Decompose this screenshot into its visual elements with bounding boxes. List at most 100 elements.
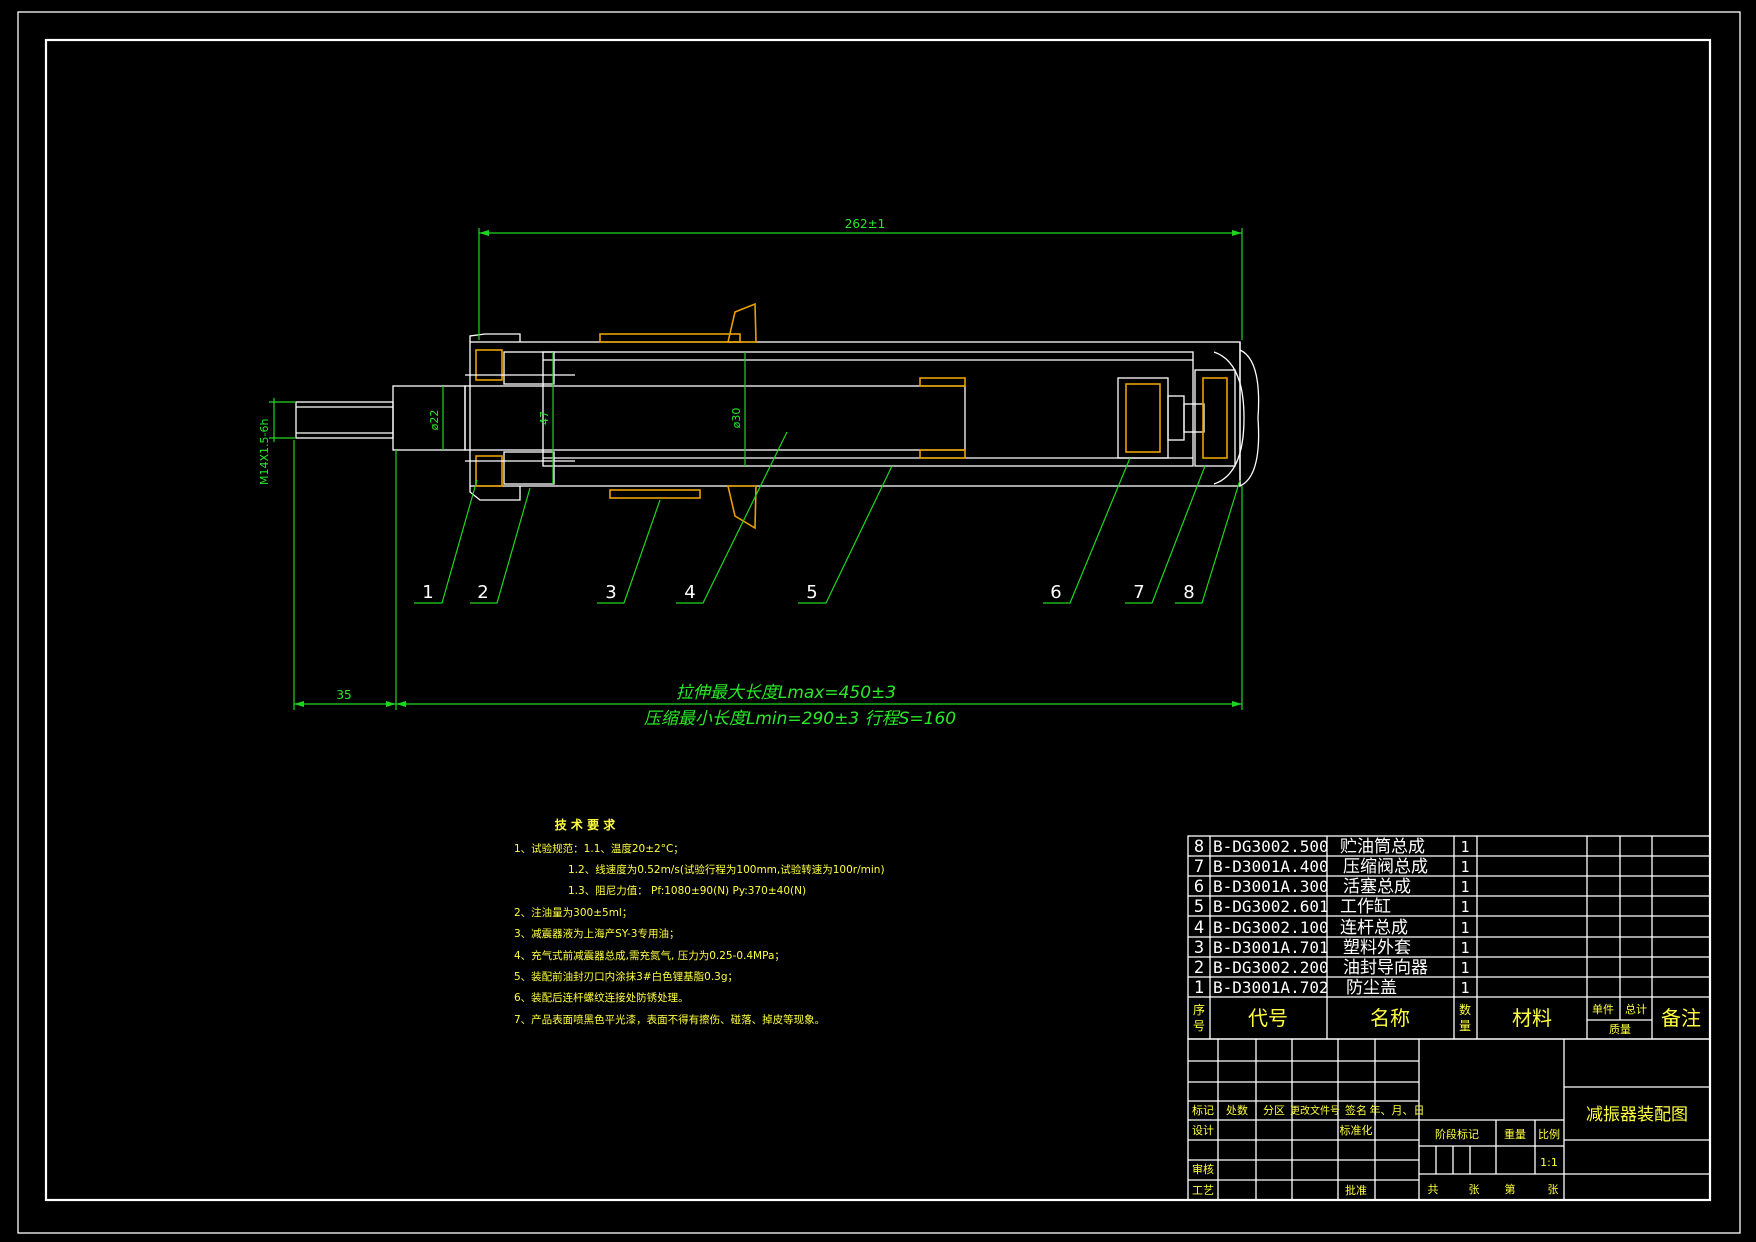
- bom-name: 塑料外套: [1343, 938, 1411, 958]
- dim-overall-text: 262±1: [845, 217, 886, 231]
- leader-3: [597, 499, 661, 604]
- leader-8: [1175, 479, 1241, 604]
- bom-qty: 1: [1460, 858, 1469, 876]
- shock-absorber-assembly: [295, 302, 1260, 530]
- bom-qty: 1: [1460, 838, 1469, 856]
- scale-value: 1:1: [1540, 1156, 1558, 1169]
- balloon-2: 2: [477, 582, 488, 603]
- bom-no: 8: [1194, 837, 1204, 857]
- lmax-text: 拉伸最大长度Lmax=450±3: [676, 683, 896, 703]
- balloon-leaders: [414, 431, 1241, 604]
- bom-code: B-D3001A.701: [1213, 938, 1329, 957]
- inner-frame: [44, 38, 1712, 1202]
- bom-qty: 1: [1460, 939, 1469, 957]
- label-stage: 阶段标记: [1435, 1127, 1479, 1141]
- title-block-text: 标记 处数 分区 更改文件号 签名 年、月、日 设计 标准化 审核 工艺 批准 …: [1192, 1103, 1688, 1197]
- tech-line-3: 1.3、阻尼力值： Pf:1080±90(N) Py:370±40(N): [568, 884, 806, 897]
- leader-1: [414, 479, 478, 604]
- header-name: 名称: [1370, 1006, 1410, 1030]
- bom-code: B-D3001A.702: [1213, 978, 1329, 997]
- bom-no: 7: [1194, 857, 1204, 877]
- outer-frame: [17, 11, 1741, 1234]
- header-qty-top: 数: [1459, 1002, 1471, 1017]
- dim-rod-text: ø22: [428, 410, 441, 431]
- tech-title: 技 术 要 求: [555, 817, 617, 832]
- tech-line-8: 6、装配后连杆螺纹连接处防锈处理。: [514, 991, 689, 1004]
- balloon-5: 5: [806, 582, 817, 603]
- label-weight: 重量: [1504, 1127, 1526, 1141]
- tech-line-9: 7、产品表面喷黑色平光漆，表面不得有擦伤、碰落、掉皮等现象。: [514, 1013, 825, 1026]
- dim-cyl-text: ø30: [730, 408, 743, 429]
- label-approve: 批准: [1345, 1183, 1367, 1197]
- bom-no: 2: [1194, 958, 1204, 978]
- bom-no: 4: [1194, 918, 1204, 938]
- label-sheet-unit-1: 张: [1469, 1183, 1480, 1196]
- bom-no: 6: [1194, 877, 1204, 897]
- leader-4: [676, 431, 788, 604]
- bom-header: 序 号 代号 名称 数 量 材料 单件 总计 质量 备注: [1193, 1002, 1701, 1036]
- balloon-7: 7: [1133, 582, 1144, 603]
- label-change-doc: 更改文件号: [1290, 1104, 1340, 1117]
- bom-code: B-DG3002.200: [1213, 958, 1329, 977]
- bom-code: B-DG3002.601: [1213, 897, 1329, 916]
- dimension-lines: [269, 228, 1243, 710]
- leader-6: [1043, 457, 1131, 604]
- bom-qty: 1: [1460, 959, 1469, 977]
- bom-qty: 1: [1460, 919, 1469, 937]
- label-standardize: 标准化: [1340, 1123, 1373, 1137]
- tech-line-2: 1.2、线速度为0.52m/s(试验行程为100mm,试验转速为100r/min…: [568, 863, 885, 876]
- label-zone: 分区: [1263, 1104, 1285, 1117]
- header-code: 代号: [1248, 1006, 1288, 1030]
- piston-rod: [464, 385, 966, 451]
- bom-qty: 1: [1460, 878, 1469, 896]
- bom-no: 5: [1194, 897, 1204, 917]
- bom-name: 贮油筒总成: [1340, 837, 1425, 857]
- bom-name: 连杆总成: [1340, 918, 1408, 938]
- header-material: 材料: [1512, 1006, 1552, 1030]
- label-sheet-total: 共: [1428, 1183, 1439, 1196]
- label-date: 年、月、日: [1370, 1103, 1425, 1117]
- oil-seal-guide: [475, 349, 503, 381]
- bom-name: 压缩阀总成: [1343, 857, 1428, 877]
- title-block: [1187, 1038, 1711, 1201]
- bom-qty: 1: [1460, 979, 1469, 997]
- dim-thread-text: M14X1.5-6h: [258, 419, 271, 485]
- header-no-top: 序: [1193, 1002, 1205, 1017]
- end-cap: [1239, 349, 1260, 487]
- bom-code: B-DG3002.500: [1213, 837, 1329, 856]
- compression-valve: [1194, 369, 1236, 467]
- technical-requirements: 技 术 要 求 1、试验规范：1.1、温度20±2°C； 1.2、线速度为0.5…: [514, 817, 885, 1026]
- bom-no: 3: [1194, 938, 1204, 958]
- bom-rows: 8 B-DG3002.500 贮油筒总成 1 7 B-D3001A.400 压缩…: [1194, 837, 1470, 998]
- label-mark: 标记: [1192, 1103, 1214, 1117]
- label-process: 工艺: [1192, 1184, 1214, 1197]
- header-total: 总计: [1625, 1002, 1647, 1016]
- label-review: 审核: [1192, 1162, 1214, 1176]
- leader-2: [470, 487, 531, 604]
- balloon-4: 4: [684, 582, 695, 603]
- balloon-8: 8: [1183, 582, 1194, 603]
- working-cylinder: [542, 351, 1194, 467]
- plastic-sleeve-top: [599, 333, 741, 343]
- tech-line-1: 1、试验规范：1.1、温度20±2°C；: [514, 842, 684, 855]
- bom-code: B-DG3002.100: [1213, 918, 1329, 937]
- header-remark: 备注: [1661, 1006, 1701, 1030]
- bom-code: B-D3001A.300: [1213, 877, 1329, 896]
- balloon-1: 1: [422, 582, 433, 603]
- label-scale: 比例: [1538, 1127, 1560, 1141]
- header-no-bottom: 号: [1193, 1019, 1205, 1033]
- tech-line-7: 5、装配前油封刃口内涂抹3#白色锂基脂0.3g；: [514, 970, 738, 983]
- bom-code: B-D3001A.400: [1213, 857, 1329, 876]
- bom-name: 活塞总成: [1343, 877, 1411, 897]
- label-design: 设计: [1192, 1124, 1214, 1137]
- bom-qty: 1: [1460, 898, 1469, 916]
- header-unit: 单件: [1592, 1003, 1614, 1016]
- lmin-text: 压缩最小长度Lmin=290±3 行程S=160: [644, 709, 956, 729]
- leader-5: [798, 465, 893, 604]
- header-mass: 质量: [1609, 1023, 1631, 1036]
- dim-thread-length-text: 35: [336, 688, 351, 702]
- label-count: 处数: [1226, 1104, 1248, 1117]
- tech-line-5: 3、减震器液为上海产SY-3专用油；: [514, 927, 679, 940]
- leader-7: [1125, 465, 1206, 604]
